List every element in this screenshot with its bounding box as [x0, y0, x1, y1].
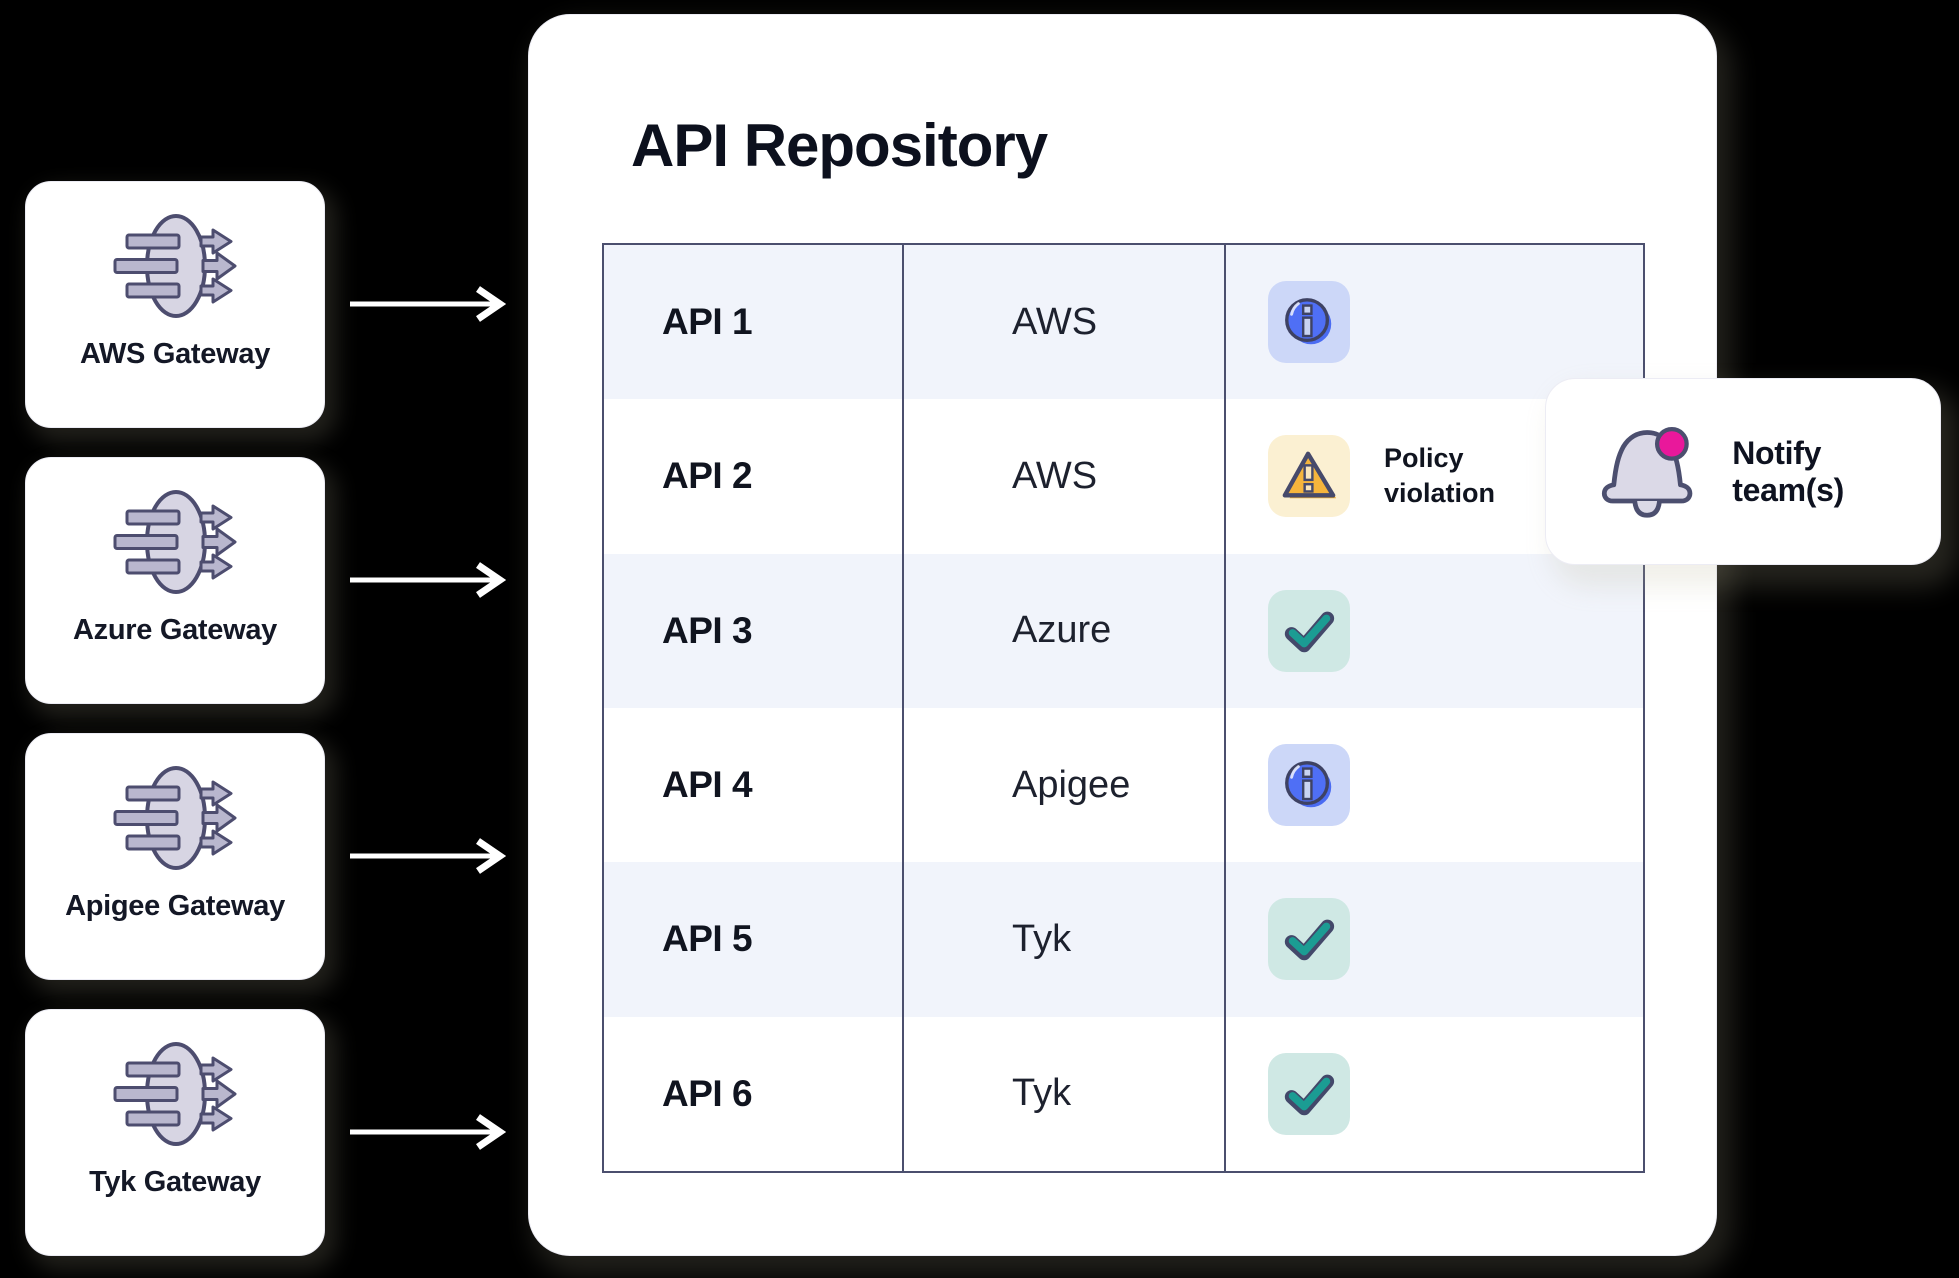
flow-arrow — [350, 286, 506, 322]
status-cell — [1226, 862, 1643, 1016]
info-icon — [1285, 298, 1332, 345]
api-gateway-name: Tyk — [904, 862, 1226, 1017]
api-repository-panel: API Repository API 1 AWS API 2 AWS — [528, 14, 1717, 1256]
table-row: API 2 AWS Policy violation — [604, 399, 1643, 554]
flow-arrow — [350, 562, 506, 598]
flow-arrow — [350, 838, 506, 874]
status-cell — [1226, 708, 1643, 862]
table-row: API 1 AWS — [604, 245, 1643, 400]
check-icon — [1284, 611, 1335, 653]
status-icon — [1268, 744, 1350, 827]
gateway-flow-icon — [113, 490, 237, 594]
gateway-card: Tyk Gateway — [25, 1009, 325, 1256]
warning-icon — [1282, 452, 1337, 499]
status-cell — [1226, 245, 1643, 399]
api-name: API 2 — [604, 399, 904, 554]
status-icon — [1268, 589, 1350, 672]
api-name: API 5 — [604, 862, 904, 1017]
info-icon — [1285, 761, 1332, 808]
api-gateway-name: AWS — [904, 245, 1226, 400]
status-cell — [1226, 1017, 1643, 1171]
gateway-flow-icon — [113, 1042, 237, 1146]
check-icon — [1284, 920, 1335, 961]
status-icon — [1268, 1052, 1350, 1135]
status-icon — [1268, 435, 1350, 518]
gateway-list: AWS Gateway Azure Gateway Apigee Gateway — [25, 181, 325, 1256]
gateway-flow-icon — [113, 766, 237, 870]
status-cell: Policy violation — [1226, 399, 1643, 553]
api-gateway-name: AWS — [904, 399, 1226, 554]
gateway-label: Apigee Gateway — [65, 890, 285, 922]
table-row: API 3 Azure — [604, 553, 1643, 708]
bell-icon — [1601, 426, 1693, 518]
notify-card[interactable]: Notify team(s) — [1545, 378, 1941, 565]
status-cell — [1226, 554, 1643, 708]
notification-dot — [1654, 426, 1689, 461]
gateway-label: AWS Gateway — [79, 338, 271, 370]
status-icon — [1268, 898, 1350, 981]
table-row: API 4 Apigee — [604, 707, 1643, 863]
gateway-label: Tyk Gateway — [89, 1166, 261, 1198]
check-icon — [1284, 1074, 1335, 1116]
status-note: Policy violation — [1384, 443, 1496, 509]
api-gateway-name: Apigee — [904, 707, 1226, 863]
notify-label: Notify team(s) — [1732, 434, 1844, 508]
gateway-label: Azure Gateway — [72, 614, 277, 646]
table-row: API 5 Tyk — [604, 862, 1643, 1017]
api-table: API 1 AWS API 2 AWS — [602, 243, 1645, 1173]
gateway-card: AWS Gateway — [25, 181, 325, 428]
gateway-flow-icon — [113, 214, 237, 318]
api-name: API 6 — [604, 1016, 904, 1171]
api-gateway-name: Tyk — [904, 1016, 1226, 1171]
api-name: API 3 — [604, 553, 904, 708]
page-title: API Repository — [631, 112, 1048, 179]
flow-arrow — [350, 1114, 506, 1150]
api-gateway-name: Azure — [904, 553, 1226, 708]
gateway-card: Apigee Gateway — [25, 733, 325, 980]
api-name: API 4 — [604, 707, 904, 863]
gateway-card: Azure Gateway — [25, 457, 325, 704]
api-name: API 1 — [604, 245, 904, 400]
table-row: API 6 Tyk — [604, 1016, 1643, 1171]
status-icon — [1268, 281, 1350, 364]
